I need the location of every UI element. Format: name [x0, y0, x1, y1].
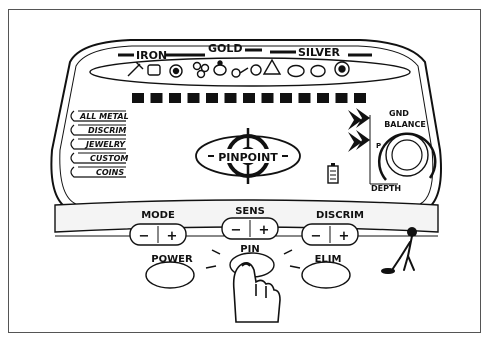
foil-icon	[147, 64, 161, 76]
discrimination-segment	[206, 93, 218, 103]
pin-button-label: PIN	[240, 244, 259, 255]
scale-header: IRON GOLD SILVER	[118, 42, 372, 62]
press-indicator-rays	[205, 249, 301, 269]
discrimination-segment-bar	[132, 93, 366, 103]
gold-nuggets-icon	[192, 61, 210, 79]
sens-rocker-button[interactable]: − +	[221, 217, 279, 240]
balance-preset-letter: P	[376, 142, 381, 150]
nail-icon	[127, 61, 144, 77]
discrimination-segment	[243, 93, 255, 103]
mode-label: DISCRIM	[88, 126, 126, 135]
discrimination-segment	[298, 93, 311, 103]
detectorist-figure-icon	[381, 227, 417, 274]
mode-item-all-metal[interactable]: ALL METAL	[70, 110, 129, 122]
power-button-label: POWER	[151, 254, 193, 265]
mode-button-label: MODE	[141, 210, 175, 221]
depth-label: DEPTH	[371, 184, 401, 193]
mode-label: ALL METAL	[79, 112, 129, 121]
depth-chevron-icon	[356, 108, 370, 128]
mode-item-coins[interactable]: COINS	[70, 166, 126, 178]
coin-25-icon	[287, 64, 305, 78]
balance-range-arc	[378, 132, 437, 181]
scale-silver-label: SILVER	[298, 46, 341, 59]
discrimination-segment	[354, 93, 366, 103]
sens-minus[interactable]: −	[231, 223, 242, 238]
mode-item-jewelry[interactable]: JEWELRY	[70, 138, 126, 150]
mode-item-custom[interactable]: CUSTOM	[70, 152, 128, 164]
discrimination-segment	[317, 93, 329, 103]
keypad: MODE SENS DISCRIM − + − + − + POWER PIN …	[129, 206, 364, 289]
gnd-label: GND	[389, 109, 409, 118]
discrim-rocker-button[interactable]: − +	[301, 223, 359, 246]
power-button[interactable]	[145, 261, 195, 289]
mode-label: JEWELRY	[84, 140, 126, 149]
depth-indicator: DEPTH	[348, 108, 401, 193]
sens-button-label: SENS	[235, 206, 265, 217]
elim-button[interactable]	[301, 261, 351, 289]
coin-icon	[169, 64, 183, 78]
housing-inner-outline	[59, 45, 434, 205]
discrimination-segment	[224, 93, 237, 103]
discrim-button-label: DISCRIM	[316, 210, 364, 221]
screw-cap-icon	[262, 58, 282, 75]
discrim-minus[interactable]: −	[311, 229, 322, 244]
mode-rocker-button[interactable]: − +	[129, 223, 187, 246]
ground-balance-control[interactable]: GND BALANCE P	[376, 109, 437, 181]
discrimination-segment	[169, 93, 181, 103]
pinpoint-indicator: PINPOINT	[195, 128, 301, 184]
depth-chevron-icon	[348, 132, 362, 152]
pinpoint-label: PINPOINT	[218, 151, 278, 164]
sens-plus[interactable]: +	[259, 223, 270, 238]
housing-outline	[50, 39, 442, 211]
ring-icon	[213, 60, 227, 76]
mode-plus[interactable]: +	[167, 229, 178, 244]
coin-50-icon	[310, 64, 326, 78]
discrimination-segment	[335, 93, 348, 103]
discrimination-segment	[261, 93, 274, 103]
discrimination-segment	[187, 93, 200, 103]
depth-chevron-icon	[356, 130, 370, 150]
coin-small-icon	[250, 64, 262, 76]
scale-gold-label: GOLD	[208, 42, 243, 55]
pull-tab-icon	[231, 67, 249, 78]
discrim-plus[interactable]: +	[339, 229, 350, 244]
mode-label: CUSTOM	[90, 154, 128, 163]
discrimination-segment	[132, 93, 144, 103]
elim-button-label: ELIM	[315, 254, 342, 265]
target-icons-row	[127, 58, 350, 79]
mode-minus[interactable]: −	[139, 229, 150, 244]
mode-item-discrim[interactable]: DISCRIM	[70, 124, 126, 136]
balance-label: BALANCE	[384, 120, 426, 129]
mode-label: COINS	[96, 168, 124, 177]
target-id-oval	[89, 57, 411, 87]
discrimination-segment	[150, 93, 163, 103]
scale-iron-label: IRON	[136, 49, 167, 62]
depth-chevron-icon	[348, 110, 362, 130]
pressing-finger-icon	[232, 262, 281, 323]
silver-coin-icon	[334, 61, 350, 77]
balance-knob-inner	[391, 139, 423, 171]
discrimination-segment	[280, 93, 292, 103]
battery-icon	[327, 163, 339, 184]
mode-selector: ALL METAL DISCRIM JEWELRY CUSTOM COINS	[70, 110, 129, 178]
